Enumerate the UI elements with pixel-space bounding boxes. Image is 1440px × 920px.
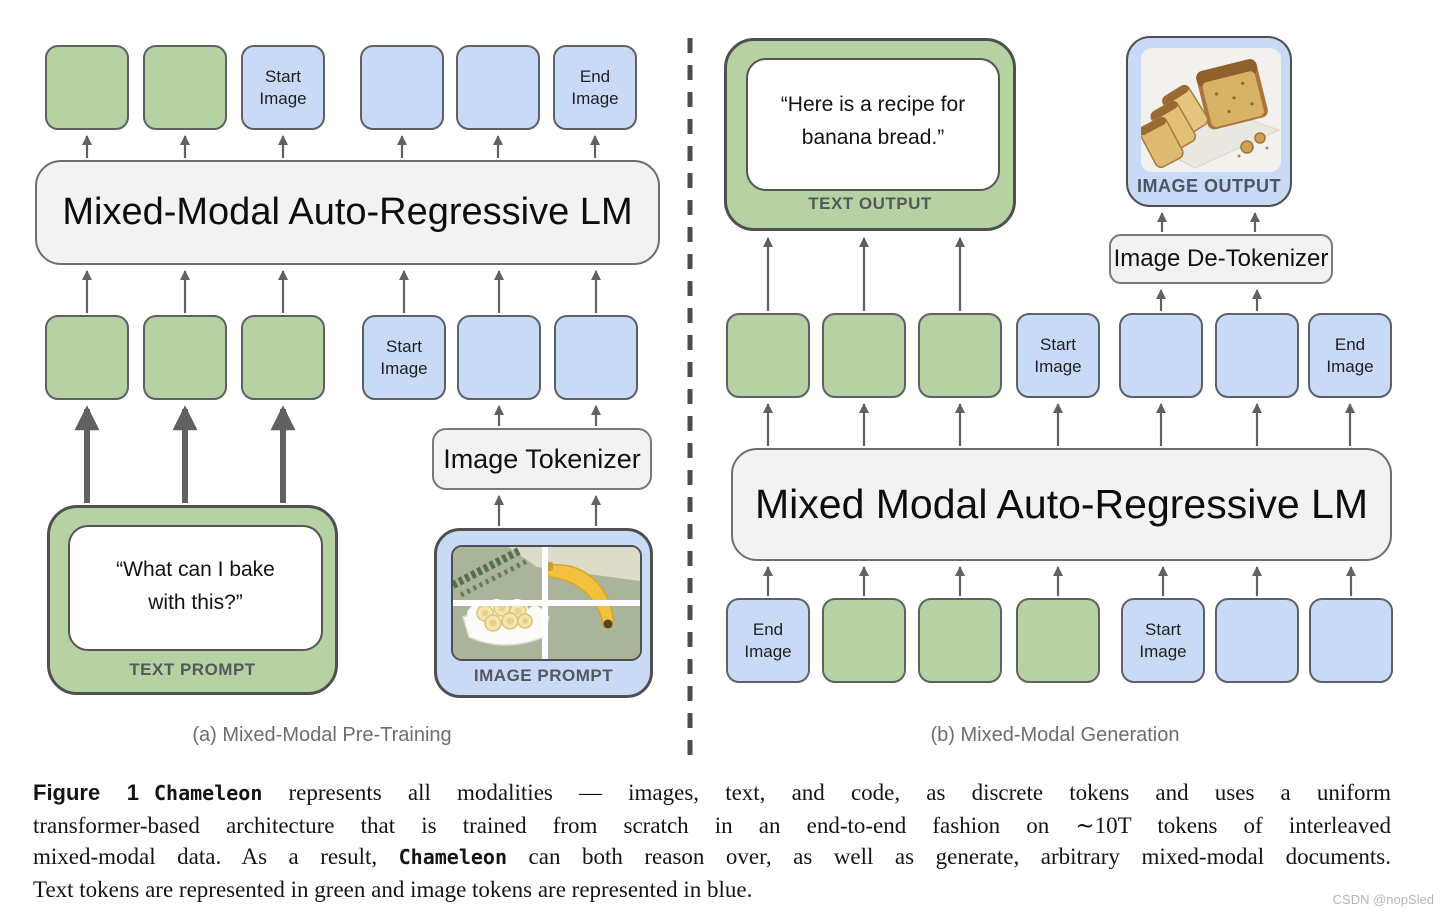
model-name: Chameleon [153, 781, 263, 805]
text-output-box: “Here is a recipe for banana bread.” TEX… [724, 38, 1016, 231]
token-text [1016, 598, 1100, 683]
caption-line: Text tokens are represented in green and… [33, 874, 1391, 906]
token-image [554, 315, 638, 400]
token-text [143, 45, 227, 130]
token-end-image: End Image [553, 45, 637, 130]
text-prompt-quote: “What can I bake with this?” [116, 558, 275, 614]
token-image [1215, 313, 1299, 398]
banana-bread-photo [1141, 48, 1281, 172]
token-text [241, 315, 325, 400]
caption-text: Text tokens are represented in green and… [33, 876, 753, 902]
token-start-image: Start Image [1121, 598, 1205, 683]
text-output-quote: “Here is a recipe for banana bread.” [780, 93, 966, 149]
text-prompt-box: “What can I bake with this?” TEXT PROMPT [47, 505, 338, 695]
figure-caption: Figure 1 Chameleon represents all modalit… [33, 777, 1391, 905]
token-text [918, 313, 1002, 398]
token-start-image: Start Image [241, 45, 325, 130]
token-text [822, 313, 906, 398]
token-text [143, 315, 227, 400]
token-text [918, 598, 1002, 683]
text-prompt-bubble: “What can I bake with this?” [68, 525, 323, 651]
token-image [1309, 598, 1393, 683]
token-image [1119, 313, 1203, 398]
token-image [457, 315, 541, 400]
image-prompt-box: IMAGE PROMPT [434, 528, 653, 698]
caption-text: mixed-modal data. As a result, [33, 844, 399, 869]
caption-line: Figure 1 Chameleon represents all modalit… [33, 777, 1391, 810]
caption-text: can both reason over, as well as generat… [507, 844, 1391, 869]
token-image [360, 45, 444, 130]
banana-photo [453, 547, 640, 659]
token-start-image: Start Image [1016, 313, 1100, 398]
image-output-box: IMAGE OUTPUT [1126, 36, 1292, 207]
lm-label: Mixed Modal Auto-Regressive LM [755, 481, 1368, 527]
token-image [456, 45, 540, 130]
token-end-image: End Image [1308, 313, 1392, 398]
panel-a-caption: (a) Mixed-Modal Pre-Training [192, 724, 452, 746]
token-image [1215, 598, 1299, 683]
text-output-label: TEXT OUTPUT [808, 194, 932, 213]
image-tokenizer-box: Image Tokenizer [432, 428, 652, 490]
image-detokenizer-box: Image De-Tokenizer [1109, 234, 1333, 284]
caption-text: represents all modalities — images, text… [262, 780, 1392, 805]
token-text [45, 315, 129, 400]
text-prompt-label: TEXT PROMPT [129, 660, 256, 679]
caption-text: transformer-based architecture that is t… [33, 812, 1391, 838]
image-tokenizer-label: Image Tokenizer [443, 443, 641, 474]
image-detokenizer-label: Image De-Tokenizer [1113, 245, 1329, 272]
model-name: Chameleon [398, 845, 508, 869]
token-start-image: Start Image [362, 315, 446, 400]
text-output-bubble: “Here is a recipe for banana bread.” [746, 58, 1000, 191]
panel-b-caption: (b) Mixed-Modal Generation [930, 724, 1180, 746]
image-prompt-label: IMAGE PROMPT [473, 666, 614, 685]
lm-box-pretraining: Mixed-Modal Auto-Regressive LM [35, 160, 660, 265]
watermark: CSDN @nopSled [1332, 892, 1434, 907]
image-prompt-photo [451, 545, 642, 661]
token-text [45, 45, 129, 130]
figure-label: Figure 1 [33, 780, 139, 805]
token-end-image: End Image [726, 598, 810, 683]
token-text [726, 313, 810, 398]
caption-line: transformer-based architecture that is t… [33, 810, 1391, 842]
lm-box-generation: Mixed Modal Auto-Regressive LM [731, 448, 1392, 561]
token-text [822, 598, 906, 683]
lm-label: Mixed-Modal Auto-Regressive LM [62, 191, 633, 233]
image-output-label: IMAGE OUTPUT [1137, 176, 1281, 196]
image-output-photo [1141, 48, 1281, 172]
caption-line: mixed-modal data. As a result, Chameleon… [33, 841, 1391, 874]
